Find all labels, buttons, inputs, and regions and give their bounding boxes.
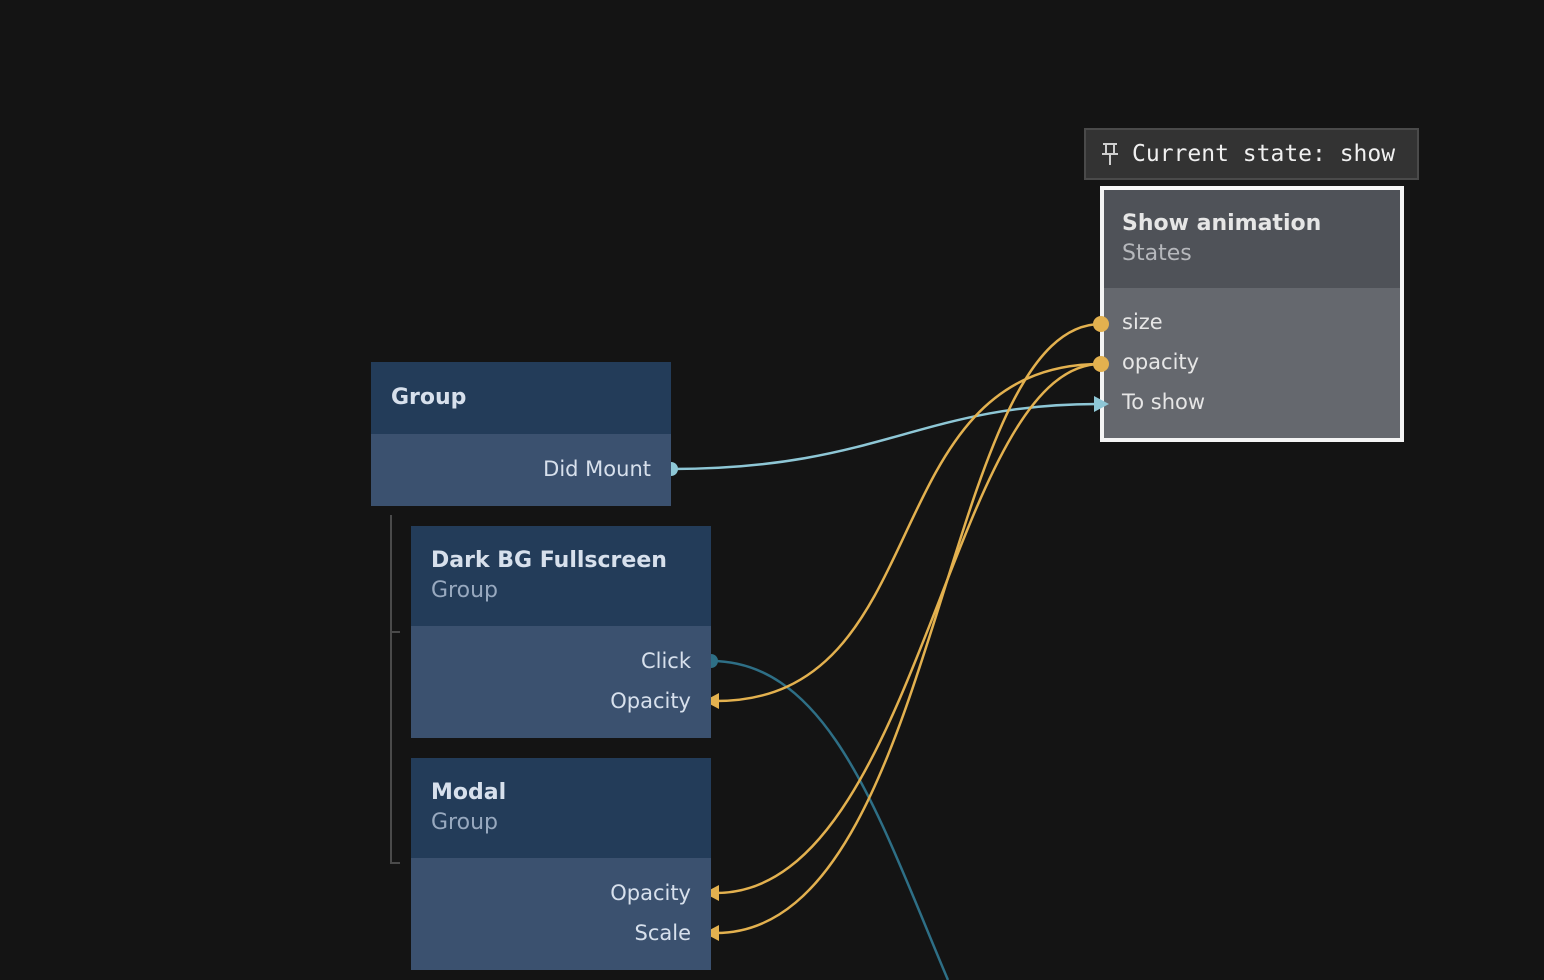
darkbg-opacity-port-arrow[interactable] (704, 693, 719, 709)
port-opacity[interactable]: opacity (1122, 350, 1200, 374)
port-to-show[interactable]: To show (1122, 390, 1206, 414)
port-opacity[interactable]: Opacity (610, 881, 691, 905)
modal-scale-port-arrow[interactable] (704, 925, 719, 941)
dark-bg-fullscreen-node[interactable]: Dark BG Fullscreen Group Click Opacity (411, 526, 711, 738)
port-did-mount[interactable]: Did Mount (543, 457, 651, 481)
connection-click-out[interactable] (710, 659, 950, 980)
show-animation-node[interactable]: Show animation States size opacity To sh… (1100, 186, 1404, 442)
connection-opacity-to-darkbg-opacity[interactable] (715, 362, 1102, 703)
connection-opacity-to-modal-opacity[interactable] (715, 362, 1102, 895)
modal-opacity-port-arrow[interactable] (704, 885, 719, 901)
port-click[interactable]: Click (640, 649, 691, 673)
hierarchy-tick (390, 631, 400, 633)
modal-node[interactable]: Modal Group Opacity Scale (411, 758, 711, 970)
port-opacity[interactable]: Opacity (610, 689, 691, 713)
node-title: Group (391, 385, 467, 410)
hierarchy-tick (390, 862, 400, 864)
node-title: Dark BG Fullscreen (431, 548, 667, 573)
connection-did-mount-to-show[interactable] (670, 402, 1099, 471)
node-subtitle: Group (431, 578, 498, 603)
port-scale[interactable]: Scale (634, 921, 692, 945)
pin-icon (1102, 143, 1118, 165)
node-subtitle: States (1122, 241, 1192, 266)
connection-size-to-modal-scale[interactable] (715, 322, 1102, 935)
node-title: Modal (431, 780, 507, 805)
group-node[interactable]: Group Did Mount (371, 362, 671, 506)
current-state-badge[interactable]: Current state: show (1084, 128, 1419, 180)
current-state-text: Current state: show (1132, 141, 1396, 167)
port-size[interactable]: size (1122, 310, 1163, 334)
node-subtitle: Group (431, 810, 498, 835)
node-title: Show animation (1122, 211, 1322, 236)
hierarchy-line (390, 515, 400, 864)
